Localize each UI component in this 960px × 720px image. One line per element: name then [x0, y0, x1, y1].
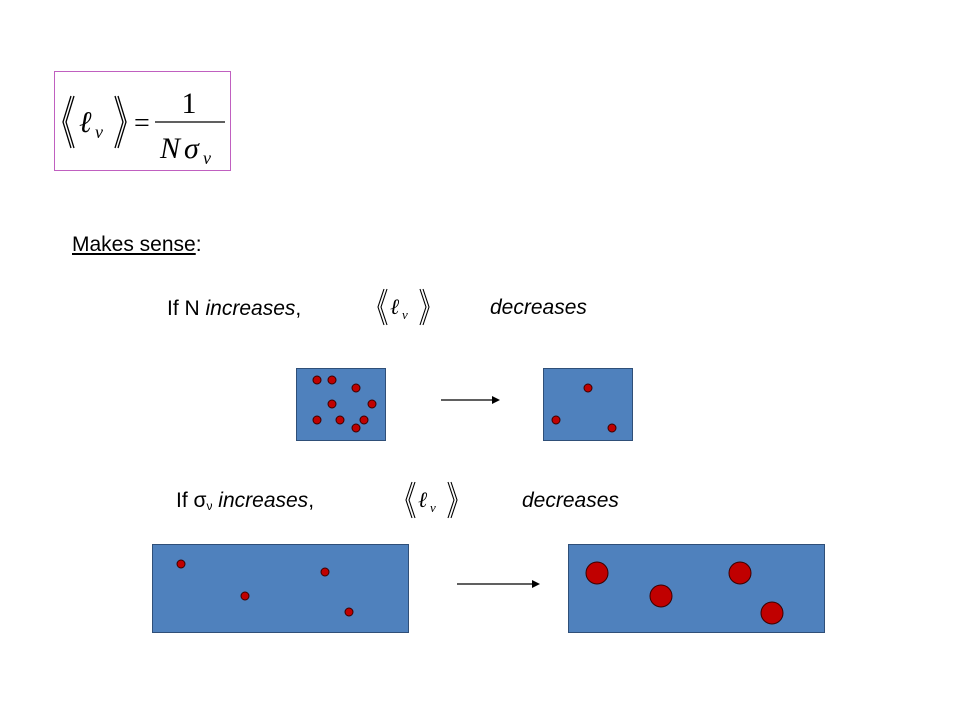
particle [607, 423, 617, 433]
right-arrow-icon [441, 396, 500, 404]
mean-free-path-symbol-2: ℓ ν [405, 481, 458, 519]
line1-condition: If N increases, [167, 297, 301, 321]
particle [240, 591, 250, 601]
line2-verb: increases [212, 489, 309, 512]
right-arrow-icon [457, 580, 540, 588]
particle [351, 423, 361, 433]
particle [760, 601, 784, 625]
particle [585, 561, 609, 585]
line1-verb: increases [205, 297, 296, 320]
symbol1-nu: ν [402, 307, 408, 322]
particle [551, 415, 561, 425]
dense-particle-box [296, 368, 386, 441]
formula-ell: ℓ [79, 106, 92, 139]
particle [176, 559, 186, 569]
symbol2-nu: ν [430, 500, 436, 515]
large-cross-section-box [568, 544, 825, 633]
particle [335, 415, 345, 425]
line2-condition: If σν increases, [176, 489, 314, 513]
sparse-particle-box [543, 368, 633, 441]
particle [367, 399, 377, 409]
line2-comma: , [308, 489, 315, 512]
formula-box: ℓ ν = 1 N σ ν [54, 71, 231, 171]
particle [312, 415, 322, 425]
line1-comma: , [295, 297, 302, 320]
particle [327, 399, 337, 409]
formula-sigma: σ [184, 132, 200, 165]
line2-prefix: If σ [176, 489, 207, 512]
formula-numerator: 1 [182, 87, 197, 120]
makes-sense-text: Makes sense [72, 233, 196, 256]
line1-prefix: If N [167, 297, 206, 320]
formula-sigma-sub-nu: ν [203, 148, 211, 168]
particle [344, 607, 354, 617]
particle [312, 375, 322, 385]
formula-N: N [159, 132, 182, 165]
line2-subscript: ν [206, 499, 213, 513]
mean-free-path-symbol-1: ℓ ν [377, 288, 430, 326]
particle [351, 383, 361, 393]
symbol1-ell: ℓ [390, 294, 400, 319]
particle [583, 383, 593, 393]
particle [649, 584, 673, 608]
line1-result: decreases [490, 296, 587, 319]
particle [320, 567, 330, 577]
formula-nu: ν [95, 122, 103, 142]
makes-sense-heading: Makes sense: [72, 233, 202, 257]
small-cross-section-box [152, 544, 409, 633]
particle [327, 375, 337, 385]
particle [359, 415, 369, 425]
symbol2-ell: ℓ [418, 487, 428, 512]
particle [728, 561, 752, 585]
mean-free-path-formula: ℓ ν = 1 N σ ν [62, 87, 225, 168]
line2-result: decreases [522, 489, 619, 512]
formula-equals: = [134, 108, 150, 139]
makes-sense-colon: : [195, 233, 202, 256]
